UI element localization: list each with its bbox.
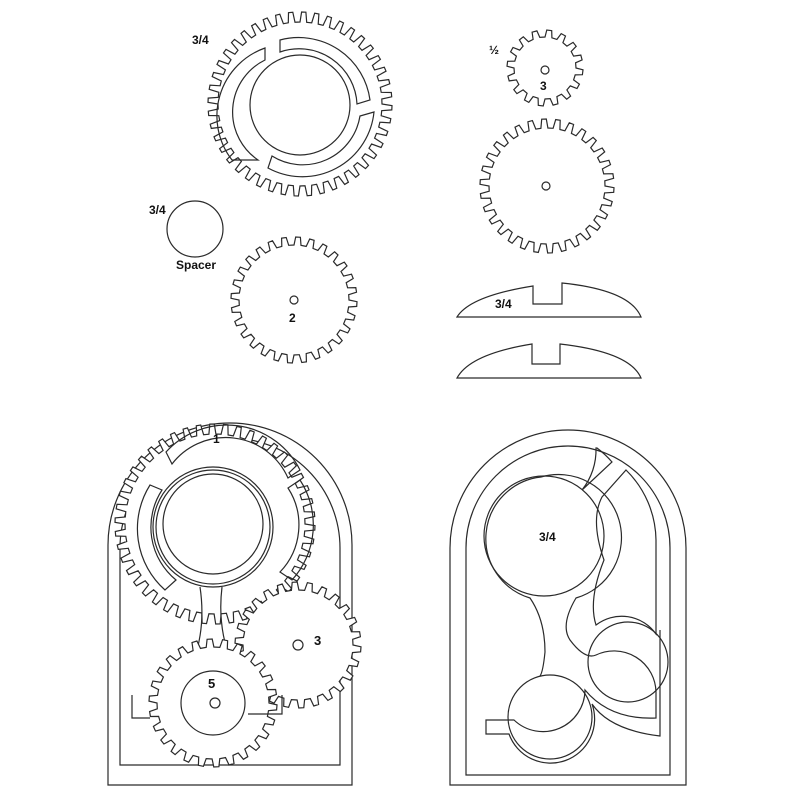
medium-gear-right-axle-hole	[541, 181, 551, 191]
assembly-gear-3-label: 3	[314, 633, 321, 648]
large-gear-rim-slot-3	[267, 111, 375, 178]
medium-gear-right	[479, 118, 615, 254]
large-gear-rim-slot-2	[279, 36, 371, 105]
assembly-gear-5-label: 5	[208, 676, 215, 691]
assembly-bore-ring-inner	[155, 469, 271, 585]
pendulum-frame-inner	[465, 445, 671, 776]
medium-gear-right-outline	[479, 118, 615, 254]
arm-thickness-label: 3/4	[495, 297, 512, 311]
small-gear-outline	[506, 29, 584, 107]
assembly-gear-3-axle-hole	[292, 639, 304, 651]
gear-2-part: 2	[230, 236, 358, 364]
assembled-clock-frame: 1 3 5	[107, 422, 362, 786]
pendulum-large-disc	[483, 475, 605, 597]
pendulum-shape	[485, 473, 661, 764]
pendulum-bob-disc	[507, 674, 593, 760]
large-gear-rim-slot	[216, 47, 266, 161]
assembly-lower-bracket	[131, 695, 283, 719]
pendulum-side-disc	[587, 621, 669, 703]
arm-lower-outline	[455, 343, 642, 379]
assembly-gear-1-slot	[165, 424, 301, 479]
spacer-disc	[166, 200, 224, 258]
pendulum-frame-thickness-label: 3/4	[539, 530, 556, 544]
assembly-gear-1-label: 1	[213, 432, 220, 446]
gear-2-outline	[230, 236, 358, 364]
assembly-bore	[162, 473, 264, 575]
large-gear-outline	[207, 11, 393, 197]
arm-upper-outline	[455, 282, 642, 318]
small-gear-part: ½ 3	[489, 29, 584, 107]
pendulum-frame-part: 3/4	[449, 429, 687, 786]
assembly-gear-1-slot-3	[136, 484, 177, 591]
large-spoked-gear: 3/4	[192, 11, 393, 197]
large-gear-bore	[249, 54, 351, 156]
assembly-gear-5-axle-hole	[209, 697, 221, 709]
small-gear-axle-hole	[540, 65, 550, 75]
spacer-thickness-label: 3/4	[149, 203, 166, 217]
large-gear-thickness-label: 3/4	[192, 33, 209, 47]
pendulum-cutout-top	[581, 447, 613, 491]
small-gear-number-label: 3	[540, 79, 547, 93]
assembly-bore-ring	[152, 466, 274, 588]
arm-piece-upper: 3/4	[455, 282, 642, 318]
small-gear-thickness-label: ½	[489, 43, 499, 57]
assembly-gear-1-slot-2	[279, 479, 314, 581]
gear-2-axle-hole	[289, 295, 299, 305]
spacer-name-label: Spacer	[176, 258, 216, 272]
pendulum-cutout-side	[592, 469, 657, 636]
spacer-part: 3/4 Spacer	[149, 200, 224, 272]
assembly-gear-5-outline	[148, 638, 278, 768]
pendulum-frame-outer	[449, 429, 687, 786]
assembly-gear-5-hub	[180, 670, 246, 736]
arm-piece-lower	[455, 343, 642, 379]
gear-2-number-label: 2	[289, 311, 296, 325]
